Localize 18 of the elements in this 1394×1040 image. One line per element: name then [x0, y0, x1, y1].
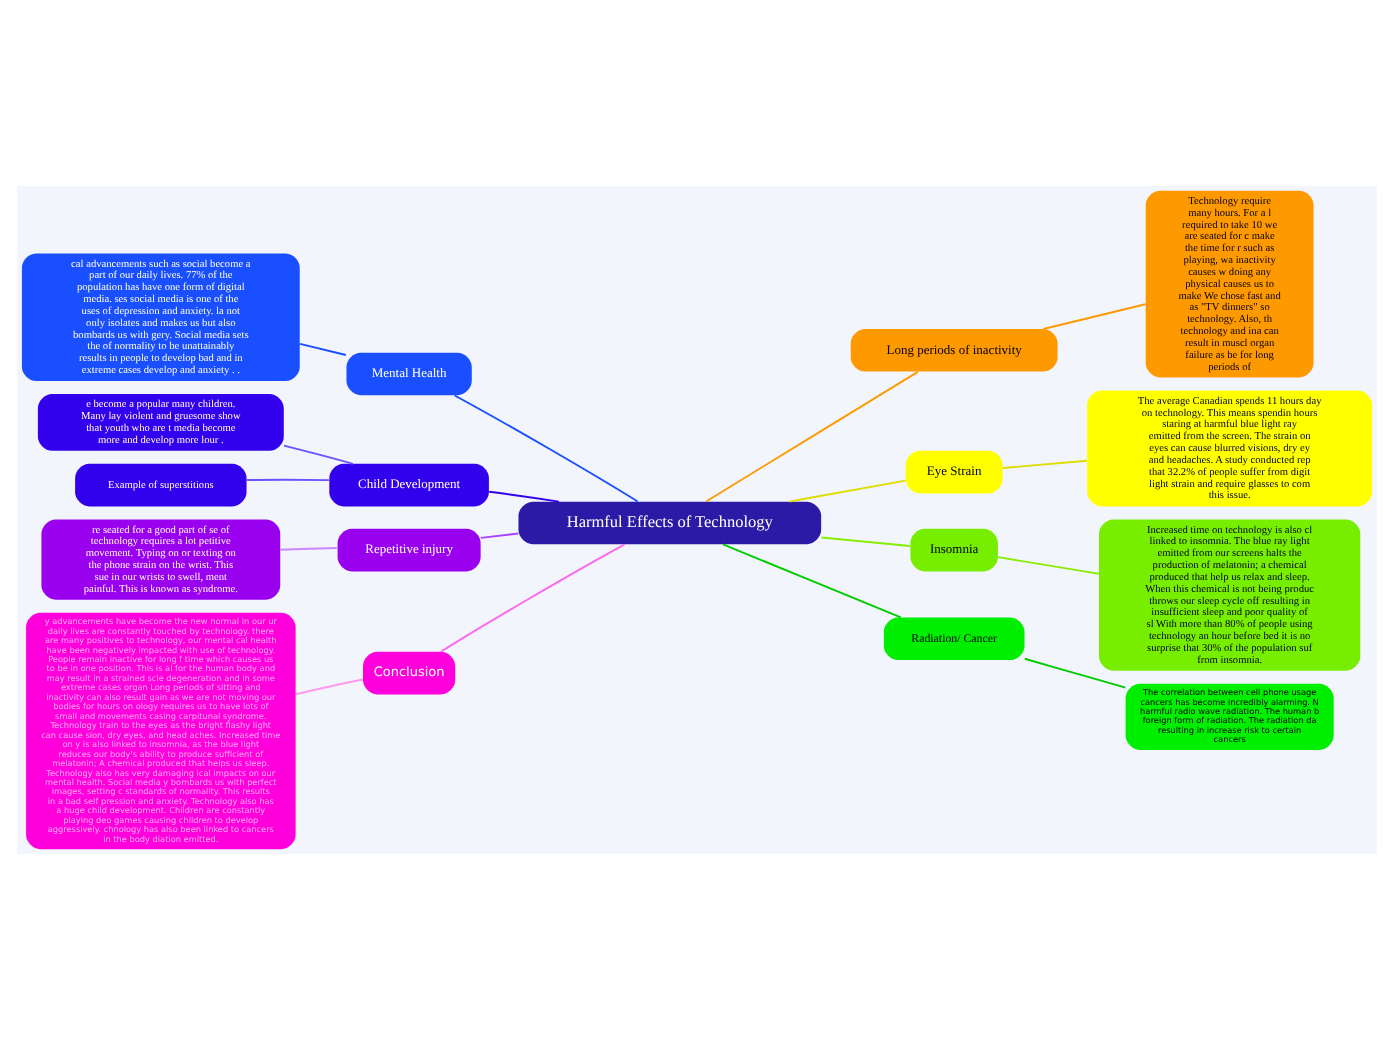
connector	[299, 342, 347, 356]
connector	[279, 547, 339, 551]
connector	[997, 556, 1100, 575]
connector	[453, 394, 639, 503]
connector	[245, 478, 330, 482]
connector	[1042, 303, 1147, 330]
connector	[820, 536, 912, 547]
connector	[488, 490, 560, 503]
node-box: Harmful Effects of Technology	[518, 501, 822, 545]
connector	[283, 444, 354, 465]
connector	[705, 370, 919, 503]
connector	[294, 678, 364, 696]
connector	[479, 532, 520, 539]
connector	[440, 543, 626, 653]
connector	[1001, 459, 1088, 469]
connector	[722, 543, 902, 619]
connector	[788, 479, 907, 503]
connector	[1023, 657, 1127, 689]
